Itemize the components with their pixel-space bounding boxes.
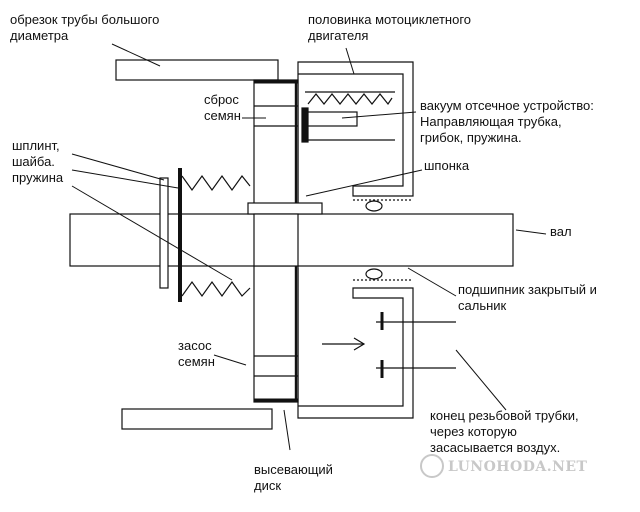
label-seed-suction-line-2: семян: [178, 354, 215, 369]
leader-key: [305, 169, 423, 197]
spring-lower: [181, 280, 251, 298]
label-seed-suction-line-1: засос: [178, 338, 212, 353]
watermark: LUNOHODA.NET: [420, 454, 588, 478]
spring-upper: [181, 174, 251, 192]
label-vacuum-cutoff-line-1: вакуум отсечное устройство:: [420, 98, 594, 113]
vacuum-cutoff-device: [301, 91, 395, 143]
label-washer: шайба.: [12, 154, 55, 169]
watermark-emblem-icon: [420, 454, 444, 478]
pin-washer-spring: [159, 168, 251, 302]
label-pin: шплинт,: [12, 138, 60, 153]
leader-engine-half: [345, 47, 355, 75]
label-key: шпонка: [424, 158, 470, 173]
air-flow-arrowhead: [353, 337, 366, 351]
label-shaft: вал: [550, 224, 572, 239]
label-vacuum-cutoff-line-3: грибок, пружина.: [420, 130, 522, 145]
label-pipe-line-2: диаметра: [10, 28, 69, 43]
cutoff-spring: [307, 93, 393, 106]
leader-threaded-tube: [455, 349, 507, 411]
leader-shaft: [515, 229, 547, 235]
shaft-key: [247, 202, 323, 215]
label-seed-release-line-1: сброс: [204, 92, 239, 107]
cutoff-guide-tube: [304, 111, 358, 127]
leader-pin: [71, 153, 165, 181]
bearings: [353, 199, 413, 281]
label-sowing-disc-line-1: высевающий: [254, 462, 333, 477]
disc-center-hub: [253, 213, 299, 267]
label-threaded-tube-line-1: конец резьбовой трубки,: [430, 408, 579, 423]
label-sowing-disc-line-2: диск: [254, 478, 281, 493]
leader-vacuum-cutoff: [341, 111, 417, 119]
threaded-tube: [322, 312, 456, 378]
leader-bearing: [407, 267, 457, 297]
disc-upper-hub: [253, 79, 299, 215]
labels: обрезок трубы большого диаметра половинк…: [10, 12, 597, 493]
outer-pipe-top-wall: [115, 59, 279, 81]
engine-housing-upper: [297, 61, 414, 218]
label-bearing-line-1: подшипник закрытый и: [458, 282, 597, 297]
label-pipe-line-1: обрезок трубы большого: [10, 12, 159, 27]
label-engine-half-line-2: двигателя: [308, 28, 368, 43]
disc-lower-hub: [253, 265, 299, 403]
label-threaded-tube-line-2: через которую: [430, 424, 517, 439]
leader-sowing-disc: [283, 409, 291, 451]
label-engine-half-line-1: половинка мотоциклетного: [308, 12, 471, 27]
label-bearing-line-2: сальник: [458, 298, 507, 313]
cotter-pin: [159, 177, 169, 289]
bearing-lower: [365, 268, 383, 280]
leader-lines: [71, 43, 547, 451]
label-vacuum-cutoff-line-2: Направляющая трубка,: [420, 114, 562, 129]
sowing-disc: [247, 79, 323, 403]
label-seed-release-line-2: семян: [204, 108, 241, 123]
engine-housing: [297, 61, 414, 419]
watermark-text: LUNOHODA.NET: [448, 459, 588, 475]
outer-pipe: [115, 59, 279, 430]
leader-pipe: [111, 43, 161, 67]
bearing-upper: [365, 200, 383, 212]
leader-seed-suction: [213, 354, 247, 366]
label-threaded-tube-line-3: засасывается воздух.: [430, 440, 560, 455]
leader-washer: [71, 169, 179, 189]
leader-spring: [71, 185, 233, 281]
engine-housing-lower: [297, 268, 414, 419]
cutoff-mushroom: [301, 107, 309, 143]
label-spring: пружина: [12, 170, 64, 185]
outer-pipe-bottom-wall: [121, 408, 273, 430]
